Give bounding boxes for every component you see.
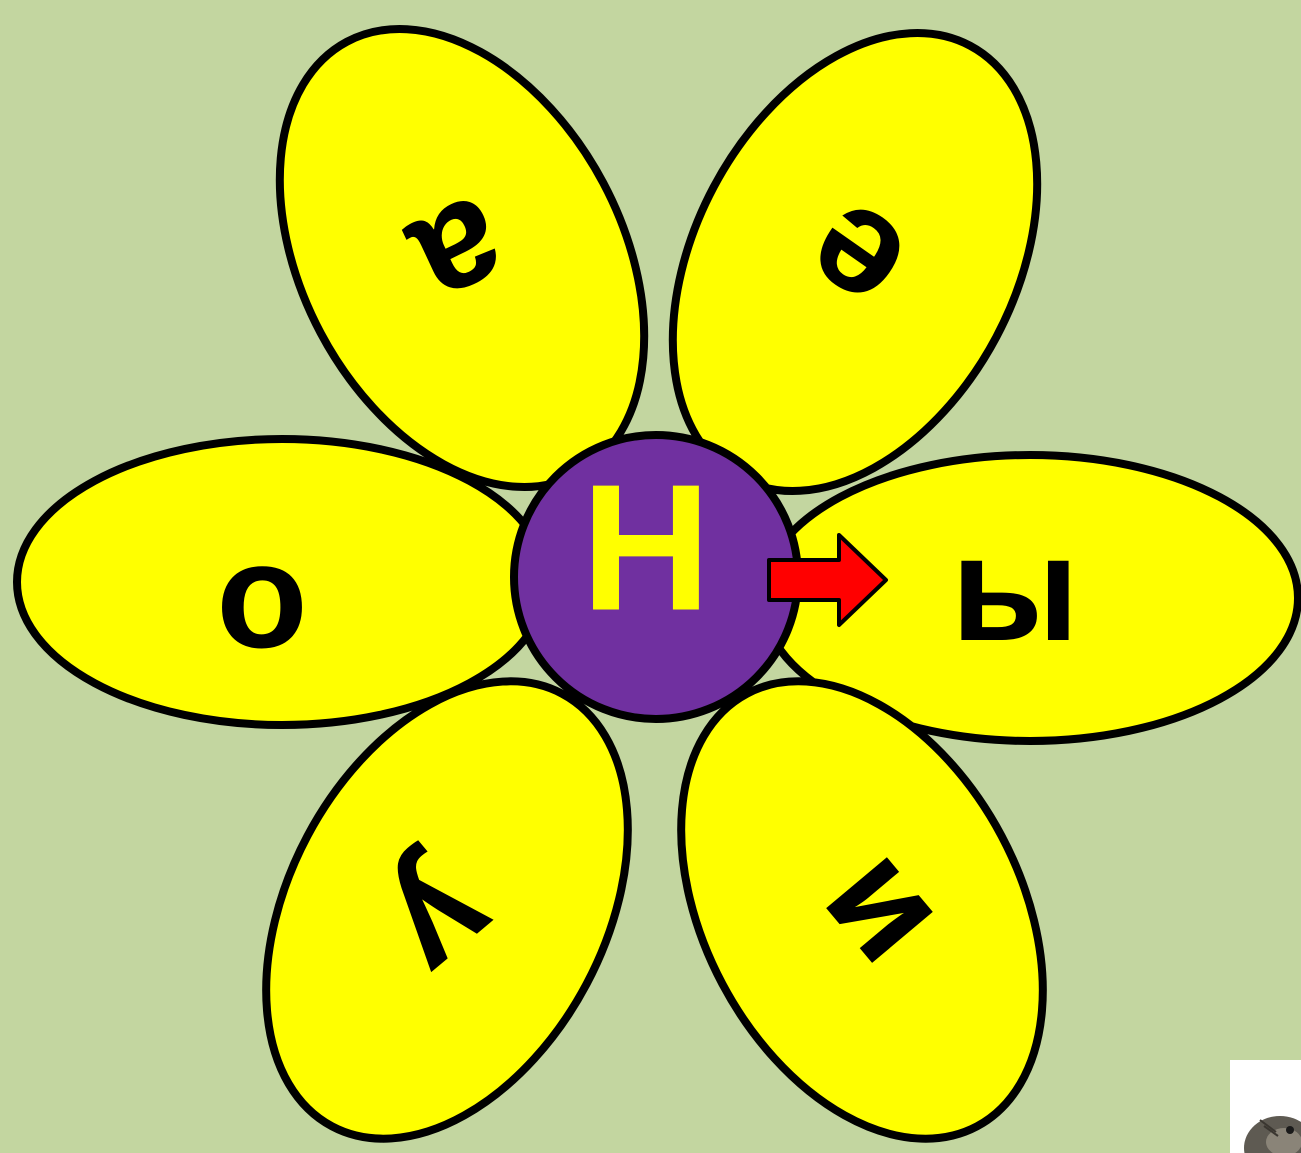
petal-letter-left: о xyxy=(216,511,308,679)
petal-letter-right: ы xyxy=(951,504,1079,672)
center-letter: Н xyxy=(581,448,711,649)
mouse-photo-icon xyxy=(1230,1060,1301,1153)
mouse-photo xyxy=(1230,1060,1301,1153)
